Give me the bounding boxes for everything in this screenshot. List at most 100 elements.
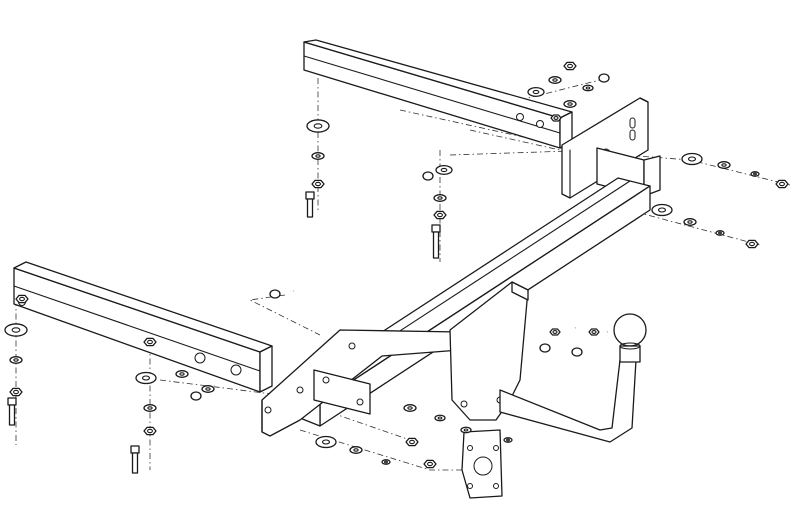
washer [175,370,189,378]
washer [750,171,760,177]
washer [435,164,453,176]
bolt-head [571,347,583,357]
washer [143,404,157,412]
socket-plate [461,429,503,499]
washer-hole [567,102,573,106]
washer [9,356,23,364]
washer-hole [313,123,323,129]
nut-hole [567,63,573,69]
washer-hole [141,375,151,381]
bolt-shank [8,404,16,426]
nut [563,61,577,71]
washer-hole [753,172,757,176]
washer [201,385,215,393]
axis-line [469,129,791,186]
bolt-head [598,73,610,83]
washer-hole [384,460,388,464]
bolt-head [130,445,140,454]
washer-hole [463,428,469,432]
washer-hole [147,406,153,410]
washer-hole [205,387,211,391]
nut-hole [19,296,25,302]
fasteners [4,61,789,474]
nut [549,328,561,336]
washer [717,161,731,169]
nut [311,179,325,189]
bolt-head [422,171,434,181]
tow-ball [613,313,647,347]
washer-hole [13,358,19,362]
nut-hole [427,461,433,467]
washer [403,404,417,412]
washer-hole [179,372,185,376]
washer-hole [321,439,331,445]
axis-line [299,429,500,471]
axis-line [159,379,411,441]
washer [306,119,330,133]
nut [15,294,29,304]
washer [434,414,446,422]
washer [503,437,513,443]
washer-hole [437,416,443,420]
washer [381,459,391,465]
lower-side-bracket [13,261,273,393]
washer [715,230,725,236]
nut [143,426,157,436]
washer [311,152,325,160]
nut [745,239,759,249]
washer-hole [687,220,693,224]
tow-ball-arm [499,313,647,443]
nut-hole [13,389,19,395]
nut [588,328,600,336]
nut-hole [779,181,785,187]
washer-hole [585,86,591,90]
washer-hole [657,207,667,213]
washer [582,84,594,92]
washer-hole [552,78,558,82]
hitch-bracket [449,281,529,421]
bolt-shank [306,198,314,218]
washer [349,446,363,454]
washer-hole [353,448,359,452]
nut-hole [437,212,443,218]
nut [405,437,419,447]
nut-hole [749,241,755,247]
washer-hole [532,89,540,95]
nut-hole [409,439,415,445]
washer [651,203,673,217]
washer-hole [506,438,510,442]
nut-hole [552,330,558,334]
bolt-shank-fill [576,330,608,354]
bolt-shank [432,231,440,259]
washer [681,152,703,166]
washer [315,435,337,449]
nut-hole [147,428,153,434]
bolt-head [7,397,17,406]
nut [433,210,447,220]
nut-hole [315,181,321,187]
bolt-head [539,343,551,353]
left-mounting-plate [261,329,461,437]
washer [563,100,577,108]
nut-hole [591,330,597,334]
washer [433,194,447,202]
assembly-lines [15,78,791,471]
washer-hole [440,167,448,173]
bolt-head [269,289,281,299]
washer-hole [11,327,21,333]
washer-hole [721,163,727,167]
bolt-head [190,391,202,401]
washer [527,86,545,98]
axis-line [609,204,761,246]
washer-hole [407,406,413,410]
nut [550,114,562,122]
nut [423,459,437,469]
washer [4,323,28,337]
nut [9,387,23,397]
axis-line [248,294,321,336]
bolt-shank [131,452,139,474]
washer [460,426,472,434]
washer-hole [315,154,321,158]
nut-hole [553,116,559,120]
